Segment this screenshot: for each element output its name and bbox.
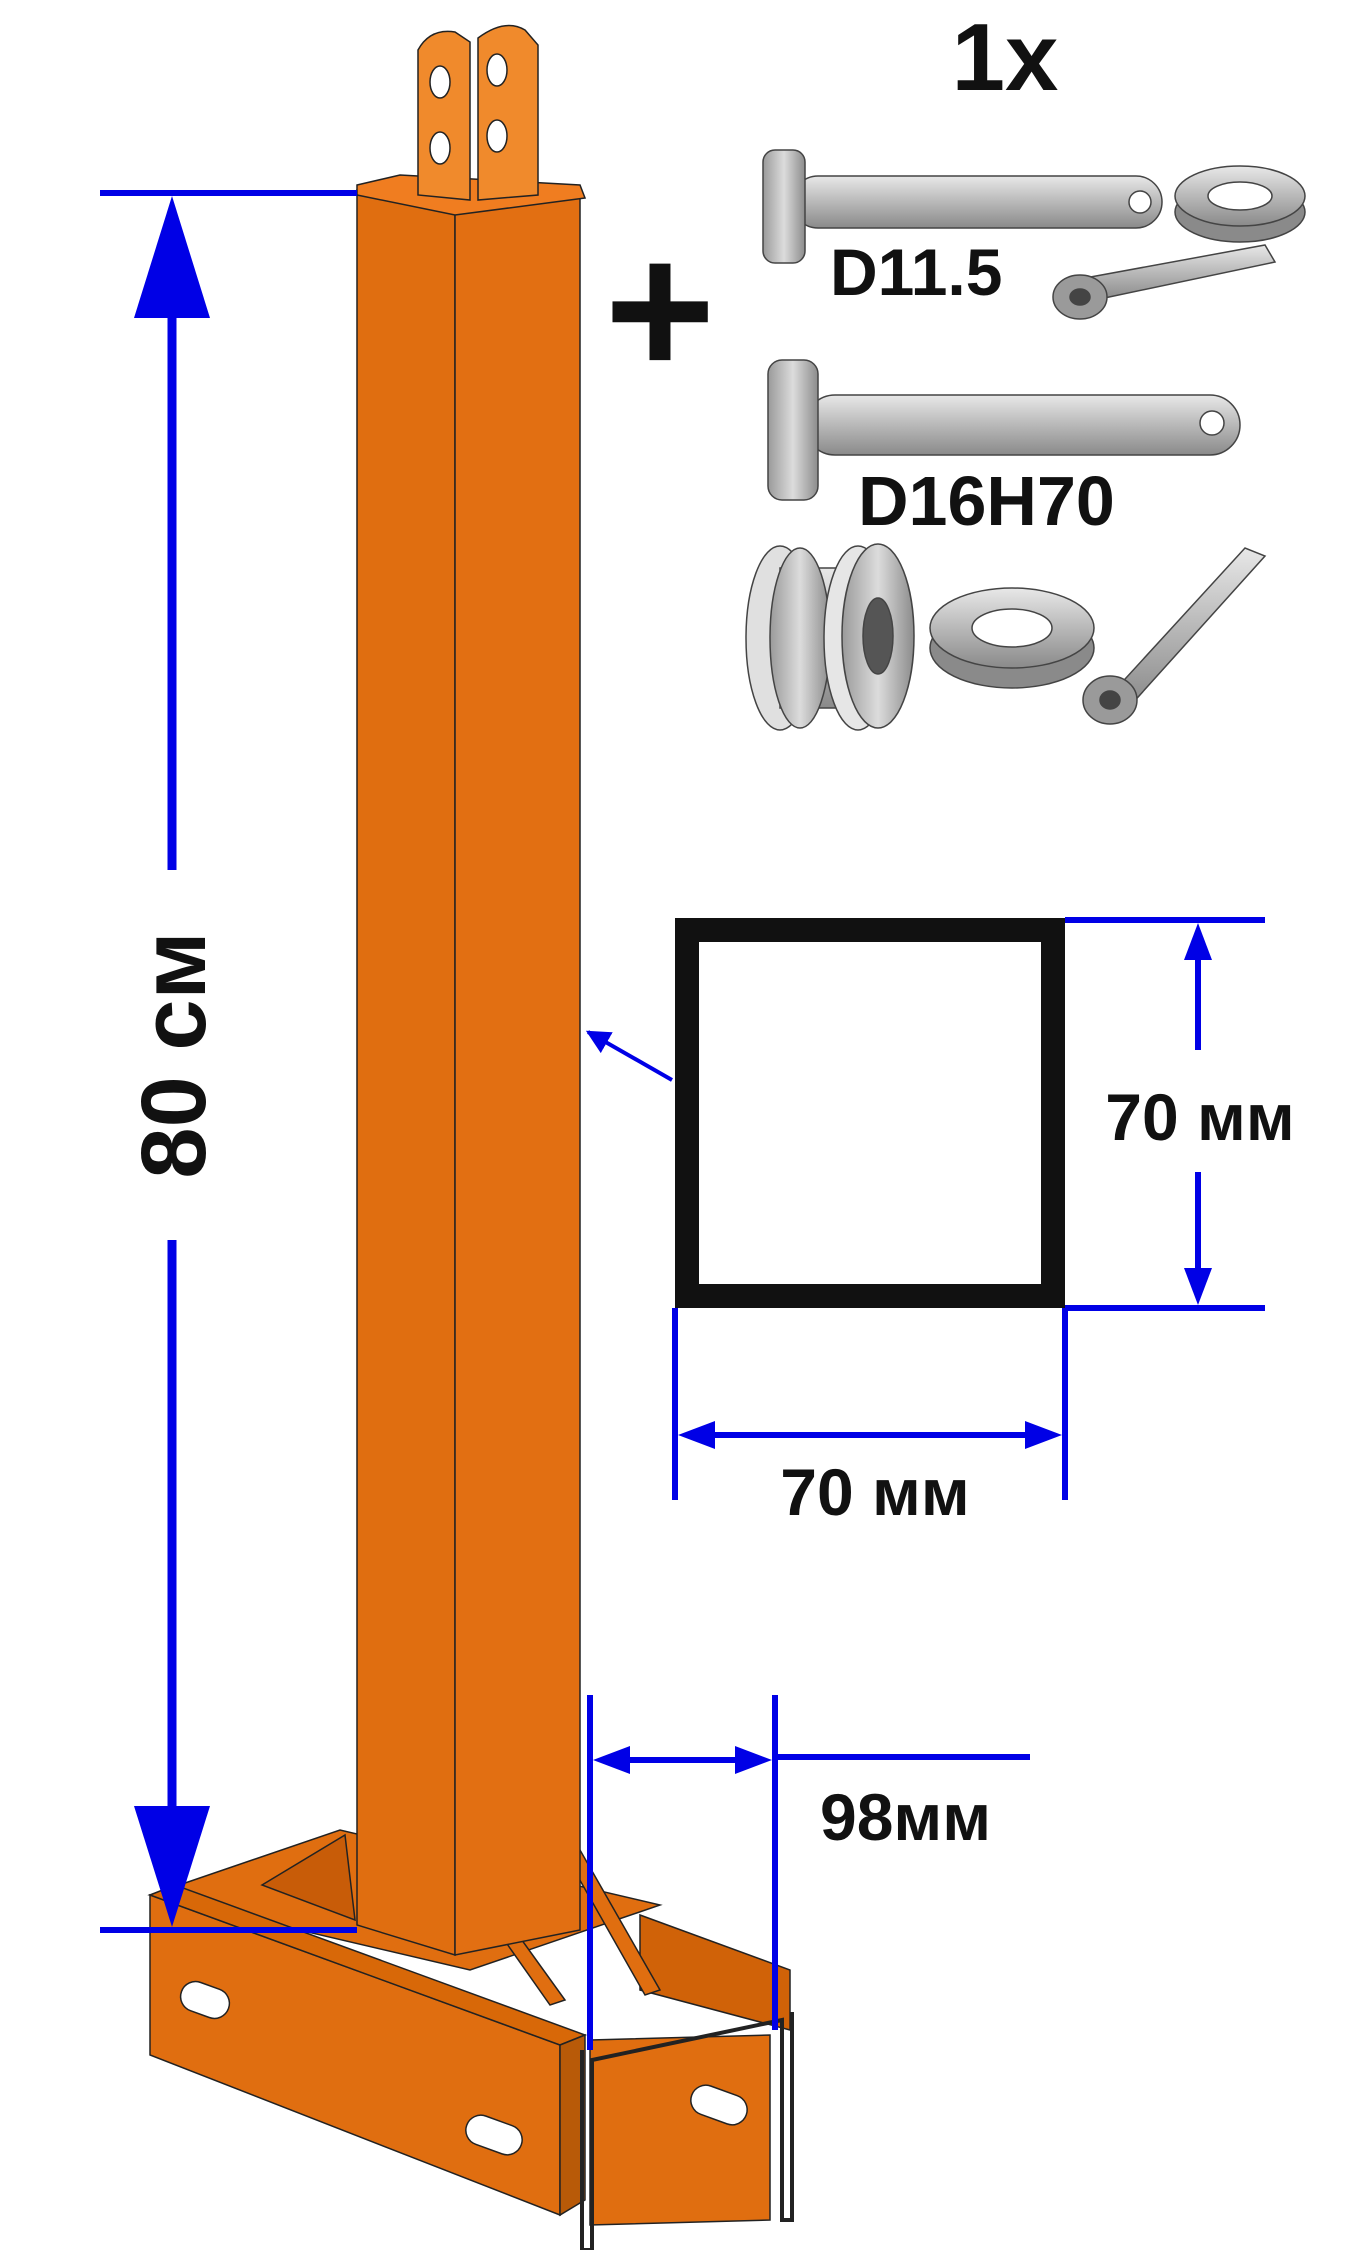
square-tube-profile [675, 918, 1065, 1308]
pin-small-head [762, 149, 806, 264]
height-arrow-bottom [134, 1806, 210, 1927]
mount-slot-2 [465, 2114, 523, 2156]
profile-width-dimension: 70 мм [672, 1308, 1068, 1529]
pin-large-label: D16H70 [858, 462, 1115, 540]
profile-height-label: 70 мм [1105, 1080, 1294, 1154]
pin-small-shank [791, 175, 1163, 229]
washer-large [929, 587, 1095, 689]
profile-leader-arrow [585, 1030, 673, 1082]
roller-wheel [745, 543, 915, 731]
pin-large-shank [804, 394, 1241, 456]
washer-small [1174, 165, 1306, 243]
channel-width-dimension: 98мм [587, 1695, 1030, 2050]
post-side-face [454, 189, 581, 1956]
quantity-label: 1x [952, 4, 1059, 111]
mount-slot-1 [179, 1980, 231, 2020]
height-dimension: 80 см [100, 190, 357, 1933]
profile-section [585, 918, 1065, 1308]
mount-slot-3 [690, 2084, 748, 2126]
pin-small-label: D11.5 [830, 235, 1002, 309]
height-label: 80 см [123, 931, 225, 1178]
pin-large [767, 359, 1241, 501]
hitch-post [147, 24, 794, 2250]
cotter-pin-small [1052, 244, 1277, 320]
cotter-pin-large [1082, 547, 1267, 725]
profile-width-label: 70 мм [780, 1455, 969, 1529]
gusset-left [260, 1833, 356, 1922]
post-front-face [356, 189, 456, 1957]
pin-large-head [767, 359, 819, 501]
pin-small [762, 149, 1163, 264]
profile-height-dimension: 70 мм [1065, 917, 1295, 1311]
clevis-lugs [417, 24, 539, 201]
plus-sign: + [605, 204, 716, 416]
height-arrow-top [134, 196, 210, 318]
channel-width-label: 98мм [820, 1780, 991, 1854]
